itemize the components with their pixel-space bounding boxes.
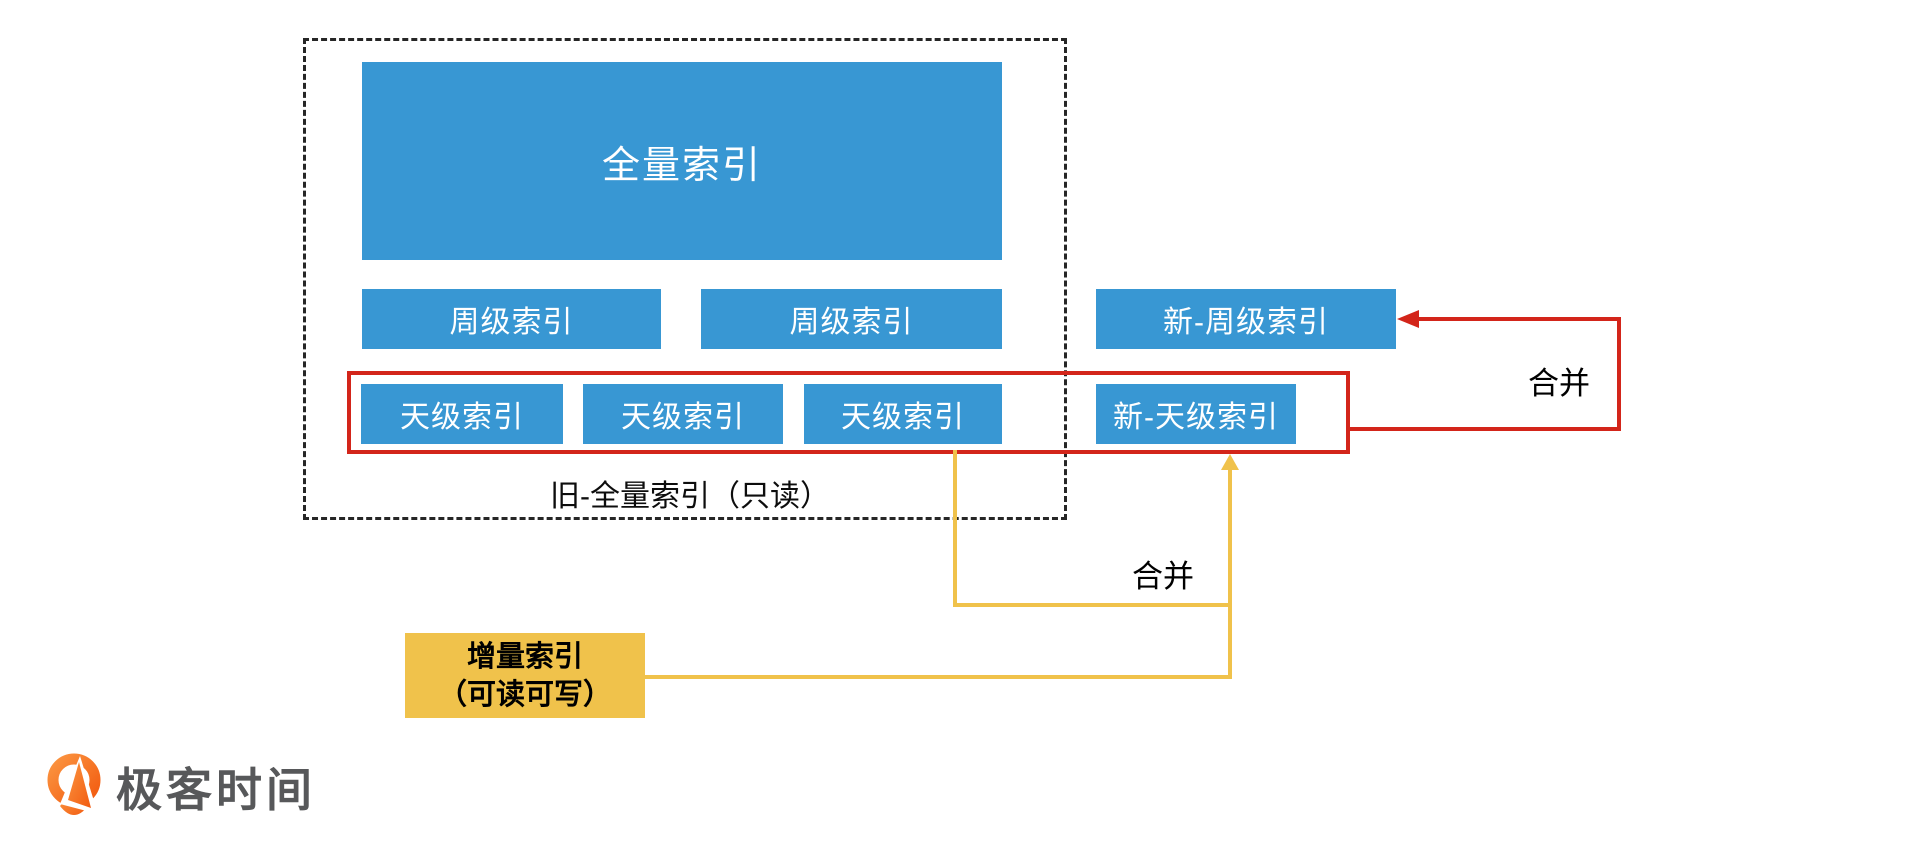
yellow-line-drop-from-daily <box>953 450 957 607</box>
new-weekly-index-label: 新-周级索引 <box>1163 306 1329 339</box>
red-merge-line-bottom <box>1346 427 1621 431</box>
yellow-merge-arrowhead-icon <box>1221 454 1239 470</box>
yellow-line-middle-horizontal <box>953 603 1232 607</box>
yellow-line-riser <box>1228 468 1232 679</box>
daily-index-box-1: 天级索引 <box>361 384 563 444</box>
new-daily-index-box: 新-天级索引 <box>1096 384 1296 444</box>
weekly-index-box-1: 周级索引 <box>362 289 661 349</box>
old-full-index-caption: 旧-全量索引（只读） <box>550 480 830 513</box>
full-index-box: 全量索引 <box>362 62 1002 260</box>
yellow-line-from-incremental-box <box>645 675 1232 679</box>
full-index-label: 全量索引 <box>601 144 762 187</box>
daily-row-highlight-rect <box>347 371 1350 454</box>
daily-index-label-3: 天级索引 <box>841 401 965 434</box>
weekly-index-box-2: 周级索引 <box>701 289 1002 349</box>
incremental-index-line1: 增量索引 <box>466 640 583 673</box>
daily-merge-label: 合并 <box>1132 559 1194 594</box>
daily-index-label-1: 天级索引 <box>400 401 524 434</box>
red-merge-arrowhead-icon <box>1397 310 1419 328</box>
brand-logo: 极客时间 <box>46 752 316 822</box>
old-full-index-group-border <box>303 38 1067 520</box>
daily-index-box-3: 天级索引 <box>804 384 1002 444</box>
new-weekly-index-box: 新-周级索引 <box>1096 289 1396 349</box>
red-merge-line-top <box>1415 317 1621 321</box>
daily-index-label-2: 天级索引 <box>621 401 745 434</box>
brand-name: 极客时间 <box>116 764 316 816</box>
daily-index-box-2: 天级索引 <box>583 384 783 444</box>
incremental-index-line2: （可读可写） <box>437 678 612 711</box>
new-daily-index-label: 新-天级索引 <box>1113 401 1279 434</box>
weekly-merge-label: 合并 <box>1528 366 1590 401</box>
weekly-index-label-2: 周级索引 <box>789 306 914 339</box>
geektime-logo-icon <box>47 753 101 815</box>
red-merge-line-right <box>1617 317 1621 431</box>
weekly-index-label-1: 周级索引 <box>449 306 574 339</box>
incremental-index-box: 增量索引 （可读可写） <box>405 633 645 718</box>
